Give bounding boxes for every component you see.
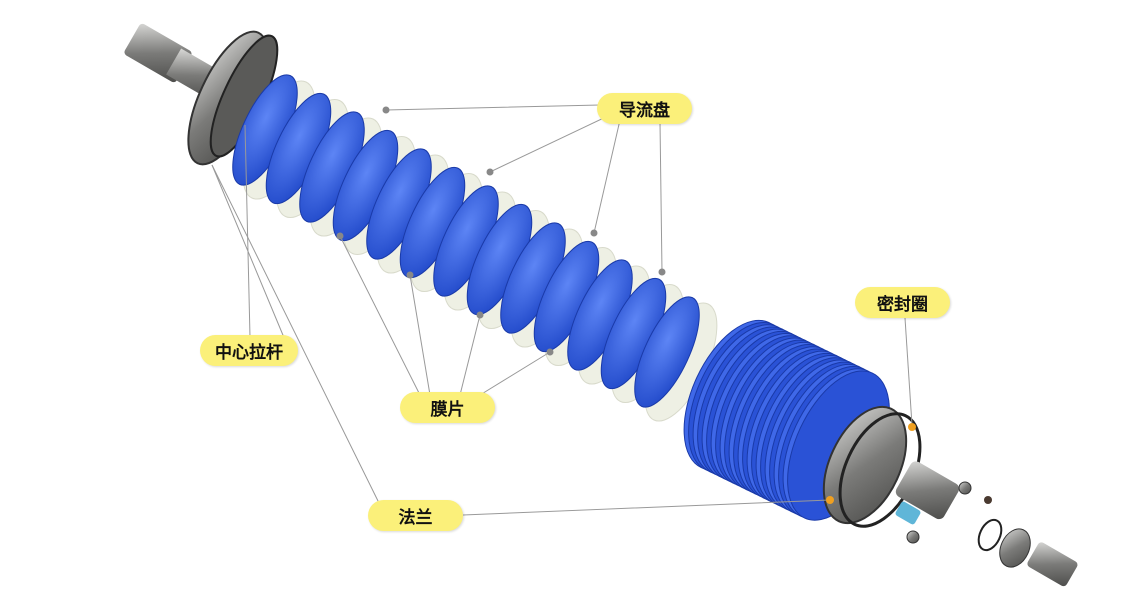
leader-dots (336, 106, 666, 356)
label-center-rod: 中心拉杆 (200, 335, 298, 366)
outlet-fitting (895, 461, 960, 520)
compressed-disc-stack (683, 319, 890, 521)
union-nut (999, 528, 1031, 568)
label-seal-ring: 密封圈 (855, 287, 950, 318)
guide-plate-disc (634, 296, 700, 408)
leader-lines (211, 104, 913, 516)
label-membrane: 膜片 (400, 392, 495, 423)
o-ring (977, 518, 1003, 552)
label-flange: 法兰 (368, 500, 463, 531)
end-fitting (1027, 542, 1078, 587)
right-flange (822, 405, 908, 525)
label-guide-plate: 导流盘 (597, 93, 692, 124)
disc-stack (232, 74, 718, 422)
